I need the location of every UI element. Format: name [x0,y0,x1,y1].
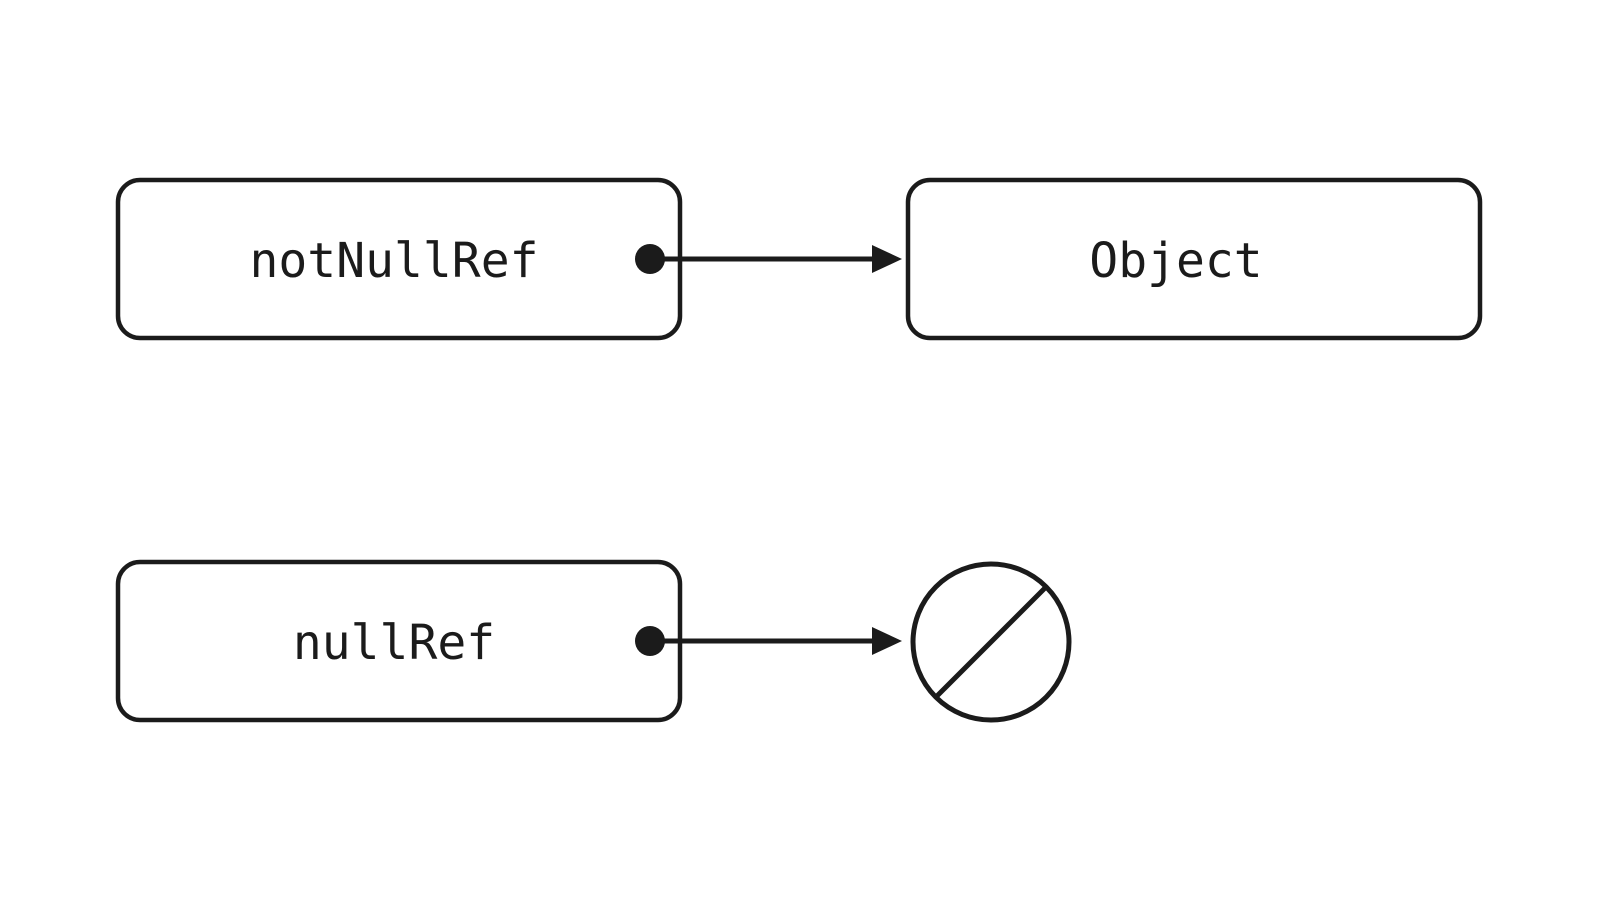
null-ref-label: nullRef [293,615,495,671]
null-slash [933,584,1049,700]
edge-not-null-ref-to-object [635,244,902,274]
arrowhead-icon [872,245,902,273]
null-icon [910,561,1072,723]
arrowhead-icon [872,627,902,655]
edge-null-ref-to-null [635,626,902,656]
object-label: Object [1089,233,1262,289]
node-not-null-ref: notNullRef [115,177,683,341]
object-box [905,177,1483,341]
node-object: Object [905,177,1483,341]
node-null-ref: nullRef [115,559,683,723]
not-null-ref-label: notNullRef [250,233,539,289]
